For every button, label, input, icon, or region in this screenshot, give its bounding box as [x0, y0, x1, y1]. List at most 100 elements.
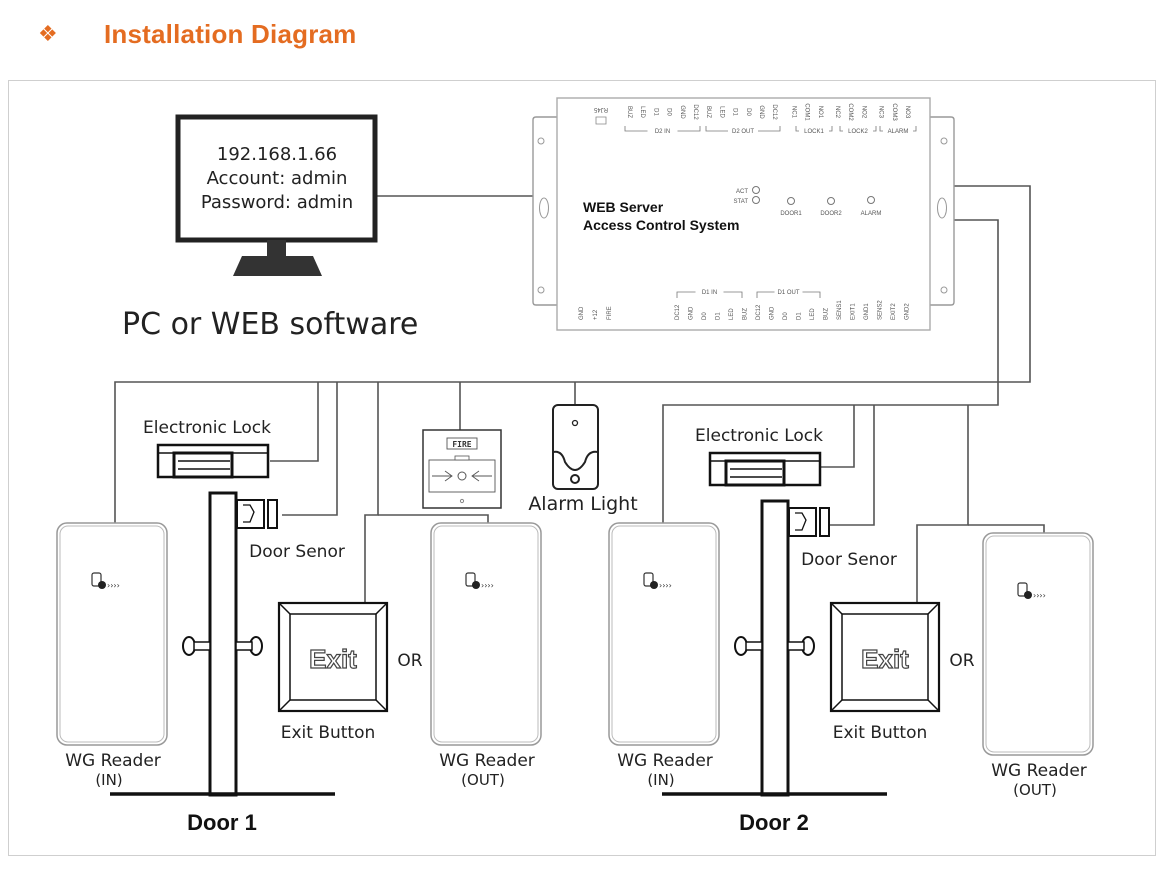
mount-hole	[537, 286, 545, 294]
fire-label-box	[446, 437, 478, 450]
terminal-pin-label: NC3	[878, 106, 884, 119]
door-1-group: ››››WG Reader(IN)››››WG Reader(OUT)Elect…	[56, 418, 542, 835]
terminal-pin-label: LED	[718, 106, 724, 118]
wire-door1-bus	[114, 185, 1031, 523]
mount-ear-left	[532, 116, 557, 306]
card-reader-icon: ››››	[643, 572, 672, 590]
terminal-pin-label: D0	[702, 312, 708, 320]
terminal-pin-label: LED	[639, 106, 645, 118]
terminal-pin-label: BUZ	[743, 308, 749, 320]
terminal-group-label: D1 IN	[702, 290, 717, 296]
signal-chevrons: ››››	[107, 581, 120, 590]
terminal-pin-label: D1	[652, 108, 658, 116]
reader-inner	[611, 525, 717, 743]
controller-name-line2: Access Control System	[583, 217, 739, 233]
fire-screw	[459, 498, 465, 504]
fire-break-glass: FIRE	[422, 429, 502, 509]
led-stat	[752, 196, 760, 204]
alarm-light-body	[552, 404, 599, 490]
terminal-pin-label: BUZ	[705, 106, 711, 118]
wire-sensor2	[830, 405, 875, 526]
wire-lock2	[810, 405, 855, 468]
terminal-pin-label: GND2	[905, 303, 911, 320]
sensor-switch-icon	[795, 512, 807, 531]
door-sensor: Door Senor	[236, 499, 345, 562]
terminal-pin-label: GND1	[864, 303, 870, 320]
monitor-base	[233, 256, 322, 276]
reader-sublabel: (OUT)	[1013, 781, 1057, 799]
card-reader-icon: ››››	[1017, 582, 1046, 600]
wire-sensor1	[282, 382, 338, 516]
terminal-pin-label: SENS2	[878, 300, 884, 320]
terminal-pin-label: DC12	[771, 104, 777, 120]
door-panel	[760, 499, 790, 797]
terminal-pin-label: SENS1	[837, 300, 843, 320]
led-door1	[787, 197, 795, 205]
handle-shaft	[787, 641, 805, 651]
pc-caption: PC or WEB software	[122, 307, 418, 342]
sensor-switch-icon	[243, 504, 255, 523]
terminal-pin-label: EXIT1	[851, 303, 857, 320]
lock-label: Electronic Lock	[695, 426, 823, 446]
signal-chevrons: ››››	[1033, 591, 1046, 600]
terminal-pin-label: LED	[729, 308, 735, 320]
terminal-pin-label: DC12	[756, 304, 762, 320]
terminal-group-label-bg	[799, 127, 829, 134]
mount-ear-right	[930, 116, 955, 306]
led-label-stat: STAT	[734, 199, 749, 205]
fire-arrows-icon	[432, 470, 492, 482]
sensor-body	[788, 507, 817, 537]
sensor-body	[236, 499, 265, 529]
exit-text: Exit	[309, 644, 357, 674]
lock-dot	[472, 581, 480, 589]
section-header: ❖ Installation Diagram	[38, 14, 357, 54]
terminal-group-label-bg	[647, 127, 678, 134]
wiring	[114, 185, 1045, 603]
reader-sublabel: (IN)	[95, 771, 122, 789]
terminal-pin-label: COM1	[804, 103, 810, 121]
door-leaf: Door 2	[662, 499, 887, 835]
alarm-light: Alarm Light	[528, 404, 638, 515]
door-name: Door 1	[187, 810, 257, 835]
handle-shaft	[745, 641, 763, 651]
wire-door2-bus	[662, 219, 999, 523]
terminal-group-label-bg	[695, 288, 724, 296]
handle-shaft	[235, 641, 253, 651]
or-label: OR	[397, 651, 422, 671]
monitor-neck	[267, 240, 286, 256]
exit-button-label: Exit Button	[281, 723, 376, 743]
terminal-pin-label: D1	[732, 108, 738, 116]
alarm-light-lens	[552, 450, 599, 471]
terminal-group-label-bg	[883, 127, 913, 134]
lock-dot	[1024, 591, 1032, 599]
mount-hole	[537, 137, 545, 145]
lock-armature	[724, 459, 786, 487]
signal-chevrons: ››››	[659, 581, 672, 590]
exit-text: Exit	[861, 644, 909, 674]
alarm-light-screw	[571, 419, 579, 427]
terminal-group-label-bg	[843, 127, 873, 134]
terminal-group-label: D2 IN	[655, 129, 670, 135]
terminal-pin-label: GND	[579, 306, 585, 320]
card-reader-icon: ››››	[465, 572, 494, 590]
mount-hole	[940, 286, 948, 294]
wire-exit1	[364, 382, 379, 603]
pc-account: Account: admin	[207, 168, 348, 189]
sensor-magnet	[819, 507, 830, 537]
sensor-magnet	[267, 499, 278, 529]
door-name: Door 2	[739, 810, 809, 835]
terminal-pin-label: GND	[689, 306, 695, 320]
terminal-pin-label: D1	[797, 312, 803, 320]
handle-knob-icon	[734, 636, 748, 656]
sensor-label: Door Senor	[801, 550, 897, 570]
fire-center-icon	[457, 471, 467, 481]
terminal-pin-label: GND	[679, 105, 685, 119]
fire-tab	[454, 455, 470, 461]
wire-reader-out1	[378, 514, 489, 523]
wire-reader-out2	[968, 524, 1045, 535]
